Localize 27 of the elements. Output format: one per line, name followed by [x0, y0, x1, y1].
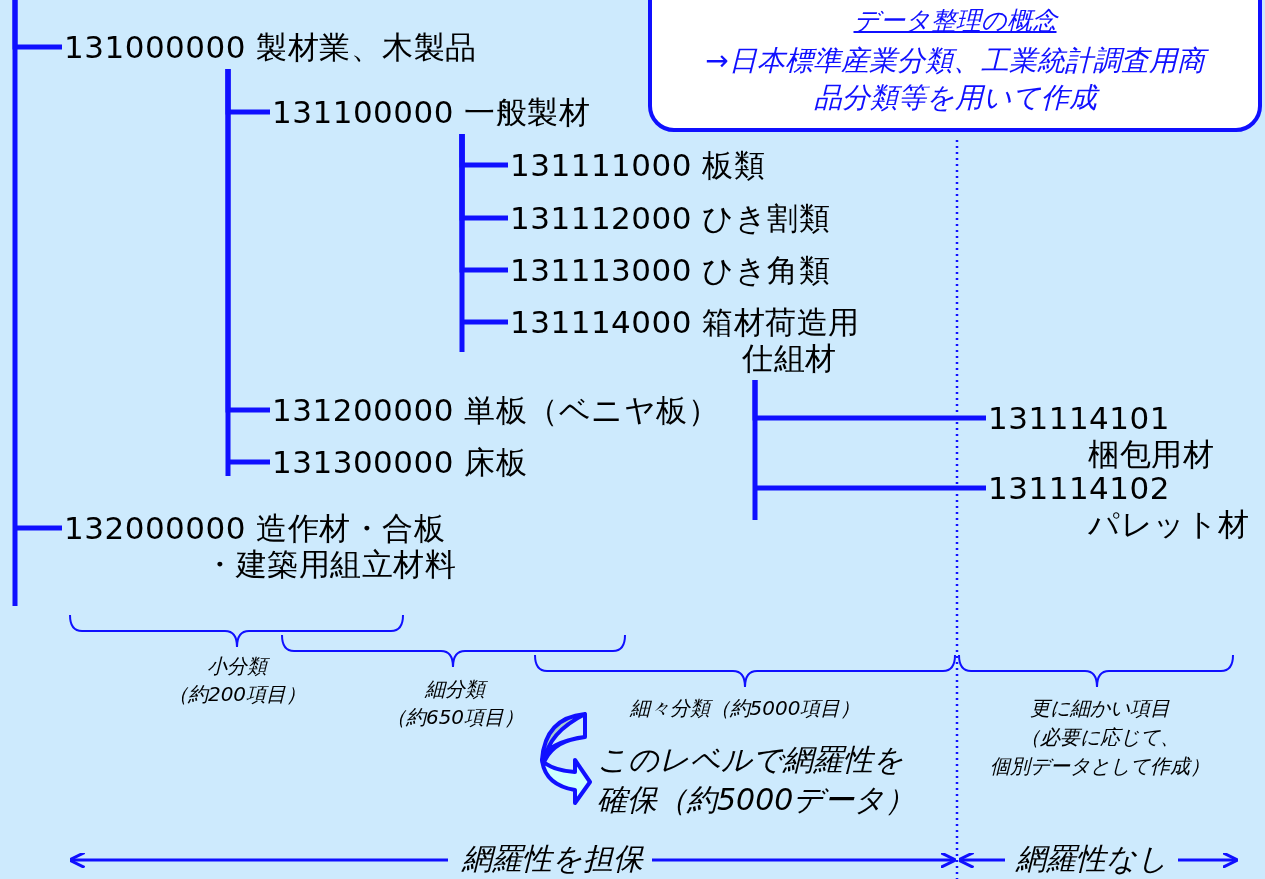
category-label: 131000000 製材業、木製品 [64, 29, 477, 65]
category-name: 梱包用材 [1088, 436, 1214, 472]
category-label: 131111000 板類 [510, 147, 766, 183]
category-code: 131114102 [988, 470, 1170, 506]
range-label: 網羅性なし [1014, 840, 1169, 878]
tree-line [752, 377, 989, 523]
note-text: このレベルで網羅性を確保（約5000データ） [597, 741, 917, 819]
category-label: 131113000 ひき角類 [510, 252, 831, 288]
note-heading: データ整理の概念 [852, 6, 1060, 36]
tree-line [225, 66, 273, 479]
category-label: 131100000 一般製材 [272, 94, 591, 130]
category-label: 131112000 ひき割類 [510, 200, 831, 236]
category-label: 132000000 造作材・合板・建築用組立材料 [64, 510, 462, 582]
bracket-label: 更に細かい項目（必要に応じて、個別データとして作成） [989, 695, 1211, 780]
bracket-label: 細々分類（約5000項目） [628, 695, 862, 722]
category-label: 131300000 床板 [272, 444, 528, 480]
category-label: 131200000 単板（ベニヤ板） [272, 392, 720, 428]
category-name: パレット材 [1088, 506, 1250, 542]
tree-line [459, 131, 511, 355]
note-box [648, 0, 1262, 132]
tree-line [12, 0, 65, 609]
category-code: 131114101 [988, 400, 1170, 436]
range-label: 網羅性を担保 [460, 840, 645, 878]
bracket-label: 細分類（約650項目） [384, 676, 526, 731]
bracket-label: 小分類（約200項目） [166, 653, 308, 708]
category-label: 131114000 箱材荷造用仕組材 [510, 304, 875, 376]
note-text: →日本標準産業分類、工業統計調査用商品分類等を用いて作成 [692, 42, 1218, 116]
